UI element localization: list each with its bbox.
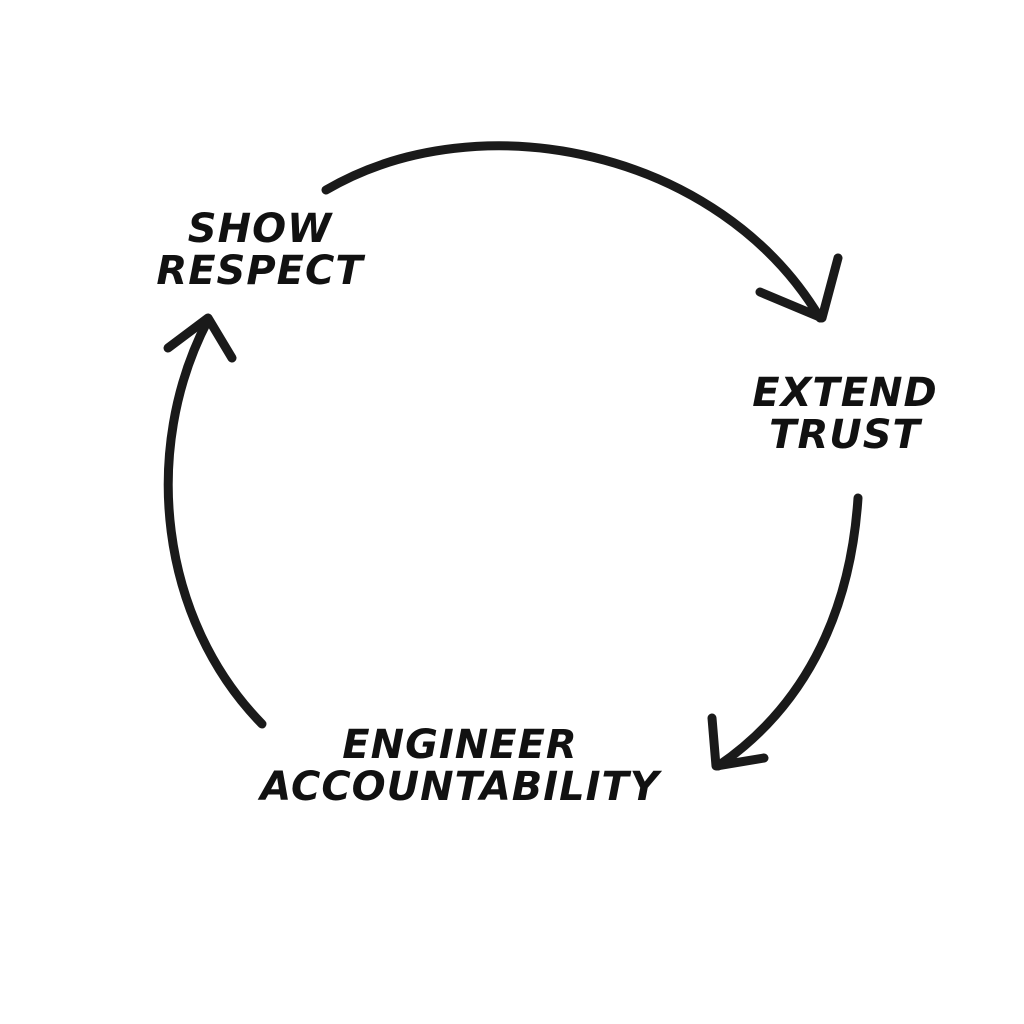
arrow-show-respect-to-extend-trust [321,141,843,323]
node-engineer-accountability-line-2: ACCOUNTABILITY [260,764,660,810]
arrowhead-extend-trust [755,253,843,323]
node-show-respect: SHOW RESPECT [140,208,380,292]
arrow-extend-trust-to-engineer-accountability [707,493,863,771]
node-show-respect-line-1: SHOW [187,206,333,252]
arc-show-respect-to-extend-trust [321,141,825,323]
node-extend-trust: EXTEND TRUST [730,372,960,456]
arc-extend-trust-to-engineer-accountability [713,493,863,771]
arc-engineer-accountability-to-show-respect [163,315,267,729]
arrow-engineer-accountability-to-show-respect [163,313,267,729]
node-extend-trust-line-2: TRUST [769,412,921,458]
node-show-respect-line-2: RESPECT [156,248,364,294]
arrowhead-engineer-accountability [707,713,769,771]
node-engineer-accountability-line-1: ENGINEER [342,722,578,768]
node-extend-trust-line-1: EXTEND [752,370,938,416]
arrowhead-show-respect [163,313,237,363]
node-engineer-accountability: ENGINEER ACCOUNTABILITY [230,724,690,808]
